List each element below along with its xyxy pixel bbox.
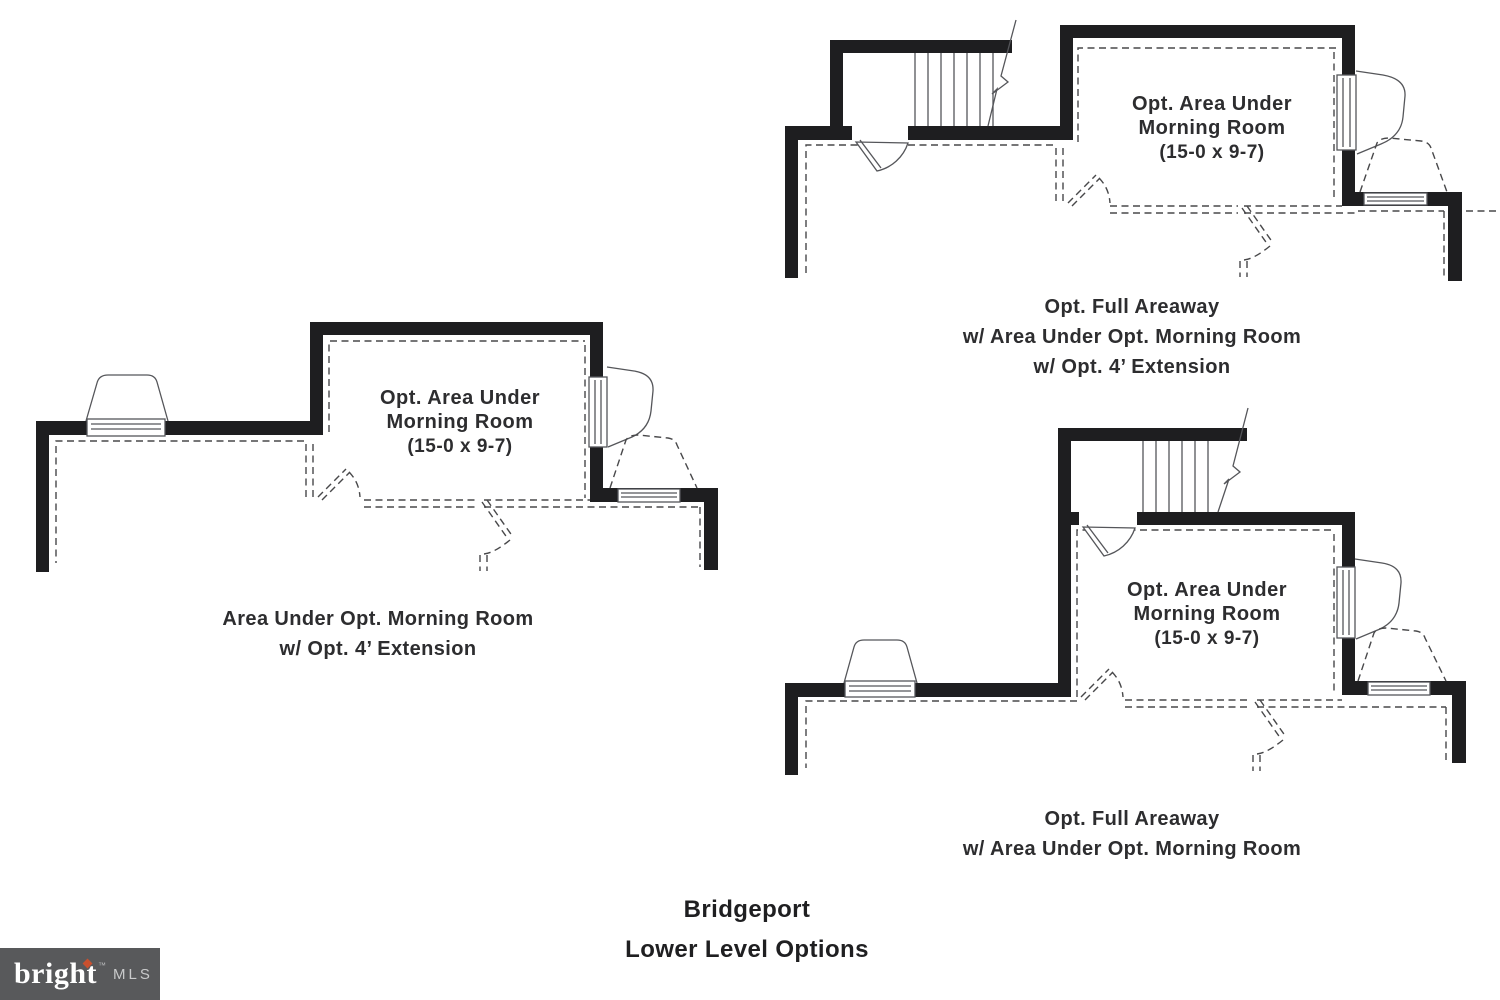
room-label: Opt. Area Under <box>380 387 540 409</box>
window-well <box>85 366 698 489</box>
dashed-door-swing <box>317 468 514 571</box>
caption-plan-left: Area Under Opt. Morning Room w/ Opt. 4’ … <box>78 604 678 664</box>
plan-full-areaway: Opt. Area Under Morning Room (15-0 x 9-7… <box>785 407 1466 775</box>
sheet-subtitle: Lower Level Options <box>625 936 869 963</box>
dashed-door-swing <box>1067 174 1274 277</box>
staircase <box>1142 407 1249 513</box>
caption-line: w/ Opt. 4’ Extension <box>1033 356 1231 378</box>
dashed-door-swing <box>1080 668 1287 771</box>
window-well <box>1355 70 1448 193</box>
exterior-walls <box>36 322 718 572</box>
logo-suffix-text: MLS <box>113 965 153 983</box>
brightmls-logo: bright ™ MLS <box>0 948 160 1000</box>
caption-line: w/ Opt. 4’ Extension <box>279 638 477 660</box>
room-dimensions: (15-0 x 9-7) <box>1154 628 1259 649</box>
window <box>1336 74 1428 206</box>
dashed-partitions <box>805 47 1498 278</box>
caption-plan-top-right: Opt. Full Areaway w/ Area Under Opt. Mor… <box>832 292 1432 382</box>
caption-line: w/ Area Under Opt. Morning Room <box>962 838 1302 860</box>
dashed-partitions <box>55 340 701 567</box>
plan-name: Bridgeport <box>683 896 811 923</box>
staircase <box>914 19 1017 127</box>
caption-plan-bottom-right: Opt. Full Areaway w/ Area Under Opt. Mor… <box>832 804 1432 864</box>
door-swing <box>1079 510 1137 557</box>
caption-line: Opt. Full Areaway <box>1044 808 1220 830</box>
room-dimensions: (15-0 x 9-7) <box>407 436 512 457</box>
plan-full-areaway-extension: Opt. Area Under Morning Room (15-0 x 9-7… <box>785 19 1498 281</box>
room-label: Opt. Area Under <box>1132 93 1292 115</box>
room-label: Morning Room <box>1133 603 1280 625</box>
caption-line: w/ Area Under Opt. Morning Room <box>962 326 1302 348</box>
room-label: Morning Room <box>386 411 533 433</box>
caption-line: Opt. Full Areaway <box>1044 296 1220 318</box>
room-dimensions: (15-0 x 9-7) <box>1159 142 1264 163</box>
plan-area-under-morning-room-extension: Opt. Area Under Morning Room (15-0 x 9-7… <box>36 322 718 572</box>
room-label: Morning Room <box>1138 117 1285 139</box>
room-label: Opt. Area Under <box>1127 579 1287 601</box>
door-swing <box>852 122 909 172</box>
caption-line: Area Under Opt. Morning Room <box>222 608 534 630</box>
window-well <box>843 558 1447 684</box>
dashed-partitions <box>805 529 1447 768</box>
window <box>844 566 1431 698</box>
sheet-title: Bridgeport Lower Level Options <box>447 890 1047 970</box>
window <box>86 376 681 503</box>
logo-trademark: ™ <box>98 960 107 970</box>
